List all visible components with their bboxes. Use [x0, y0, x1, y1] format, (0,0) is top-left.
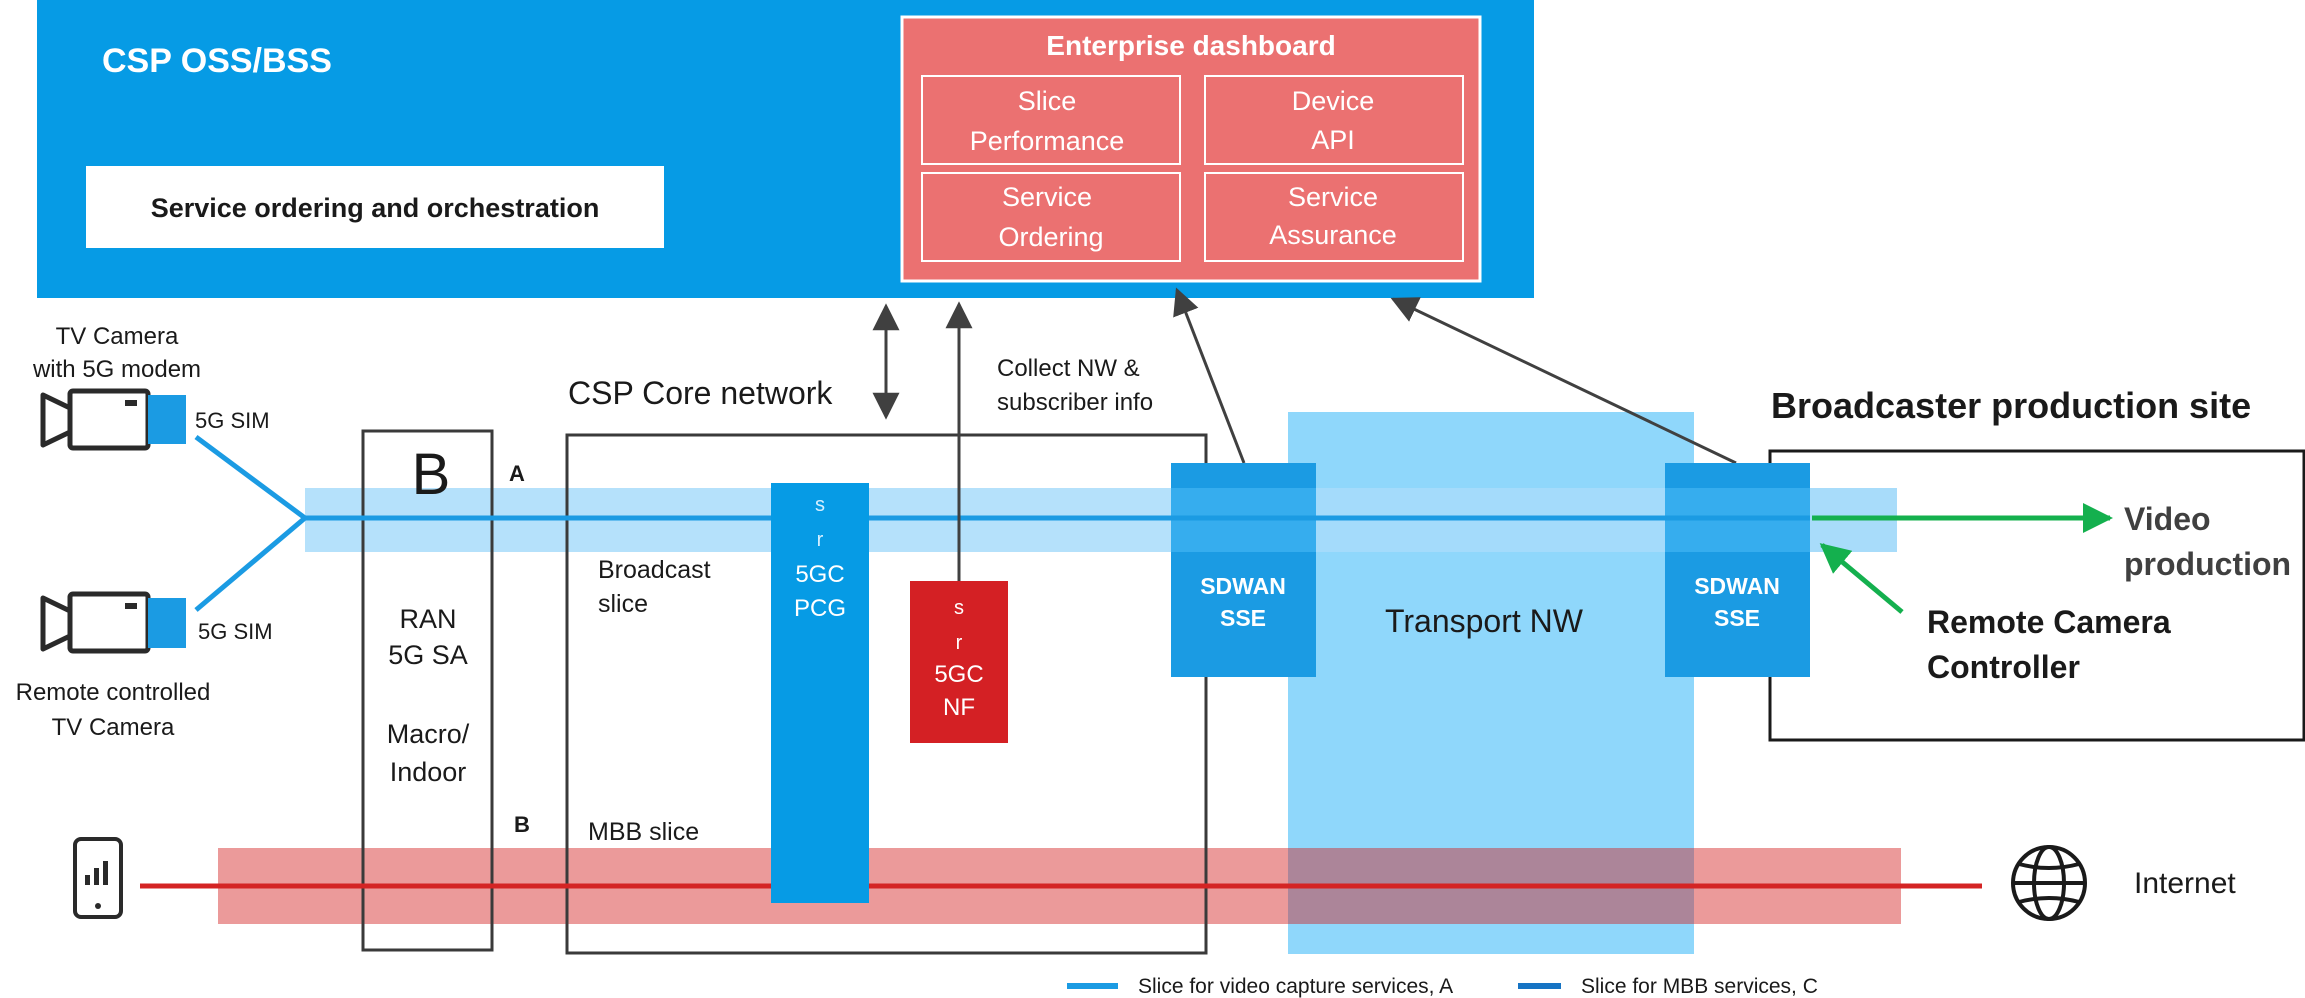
sdwan-left-arrow — [1173, 287, 1246, 464]
pcg-r-glyph: r — [817, 529, 824, 551]
service-ordering-label: Service ordering and orchestration — [151, 193, 600, 223]
broadcaster-title: Broadcaster production site — [1771, 385, 2251, 426]
top-sim-label: 5G SIM — [195, 408, 270, 433]
top-camera-label-1: TV Camera — [56, 323, 179, 350]
remote-controller-l1: Remote Camera — [1927, 604, 2171, 640]
tile-slice-performance-l1: Slice — [1018, 86, 1077, 116]
5gc-nf-box — [910, 581, 1008, 743]
remote-camera-icon — [40, 591, 186, 654]
broadcast-slice-l2: slice — [598, 590, 648, 618]
collect-info-l1: Collect NW & — [997, 355, 1140, 382]
tile-device-api-l1: Device — [1292, 86, 1375, 116]
tile-service-ordering-l1: Service — [1002, 182, 1092, 212]
tile-device-api-l2: API — [1311, 125, 1355, 155]
5gc-pcg-box — [771, 483, 869, 903]
mbb-slice-label: MBB slice — [588, 818, 699, 846]
pcg-line1: 5GC — [795, 561, 844, 588]
nf-line1: 5GC — [934, 661, 983, 688]
remote-controller-arrow — [1819, 543, 1904, 614]
sdwan-right-arrow — [1390, 297, 1737, 465]
ran-box — [361, 429, 494, 952]
nf-r-glyph: r — [956, 632, 963, 654]
tile-service-ordering-l2: Ordering — [998, 222, 1103, 252]
camera-link-top — [194, 434, 307, 521]
ran-line2: 5G SA — [388, 640, 468, 670]
core-network-box — [565, 433, 1208, 955]
marker-a: A — [509, 461, 525, 486]
sdwan-right-l1: SDWAN — [1694, 573, 1780, 599]
nf-s-glyph: s — [954, 597, 964, 619]
top-camera-label-2: with 5G modem — [32, 356, 201, 383]
broadcast-slice-l1: Broadcast — [598, 556, 711, 584]
nf-line2: NF — [943, 694, 975, 721]
core-network-title: CSP Core network — [568, 375, 833, 411]
tile-service-ordering[interactable] — [921, 172, 1181, 262]
pcg-line2: PCG — [794, 595, 846, 622]
enterprise-dashboard — [900, 15, 1482, 283]
pcg-s-glyph: s — [815, 494, 825, 516]
service-ordering-box[interactable] — [86, 166, 664, 248]
video-production-l2: production — [2124, 546, 2291, 582]
dashboard-title: Enterprise dashboard — [1046, 30, 1335, 61]
tile-device-api[interactable] — [1204, 75, 1464, 165]
camera-link-bottom — [194, 516, 307, 612]
tv-camera-icon — [40, 388, 186, 451]
transport-nw-label: Transport NW — [1385, 603, 1584, 639]
bottom-sim-label: 5G SIM — [198, 619, 273, 644]
ran-line1: RAN — [399, 604, 456, 634]
sdwan-left-l1: SDWAN — [1200, 573, 1286, 599]
tile-service-assurance-l1: Service — [1288, 182, 1378, 212]
ran-line3: Macro/ — [387, 719, 470, 749]
oss-bss-title: CSP OSS/BSS — [102, 42, 332, 80]
sdwan-right-l2: SSE — [1714, 605, 1760, 631]
tile-slice-performance[interactable] — [921, 75, 1181, 165]
remote-controller-l2: Controller — [1927, 649, 2080, 685]
legend-c-label: Slice for MBB services, C — [1581, 975, 1818, 998]
sdwan-left-l2: SSE — [1220, 605, 1266, 631]
legend-a-label: Slice for video capture services, A — [1138, 975, 1453, 998]
tile-service-assurance[interactable] — [1204, 172, 1464, 262]
bottom-camera-label-1: Remote controlled — [16, 679, 211, 706]
tile-service-assurance-l2: Assurance — [1269, 220, 1397, 250]
ran-line4: Indoor — [390, 757, 467, 787]
video-production-l1: Video — [2124, 501, 2211, 537]
tile-slice-performance-l2: Performance — [970, 126, 1125, 156]
bottom-camera-label-2: TV Camera — [52, 714, 175, 741]
phone-icon — [73, 837, 123, 919]
ran-letter: B — [412, 442, 451, 507]
marker-b: B — [514, 812, 530, 837]
collect-info-l2: subscriber info — [997, 389, 1153, 416]
internet-label: Internet — [2134, 867, 2236, 900]
globe-icon — [2011, 845, 2087, 921]
